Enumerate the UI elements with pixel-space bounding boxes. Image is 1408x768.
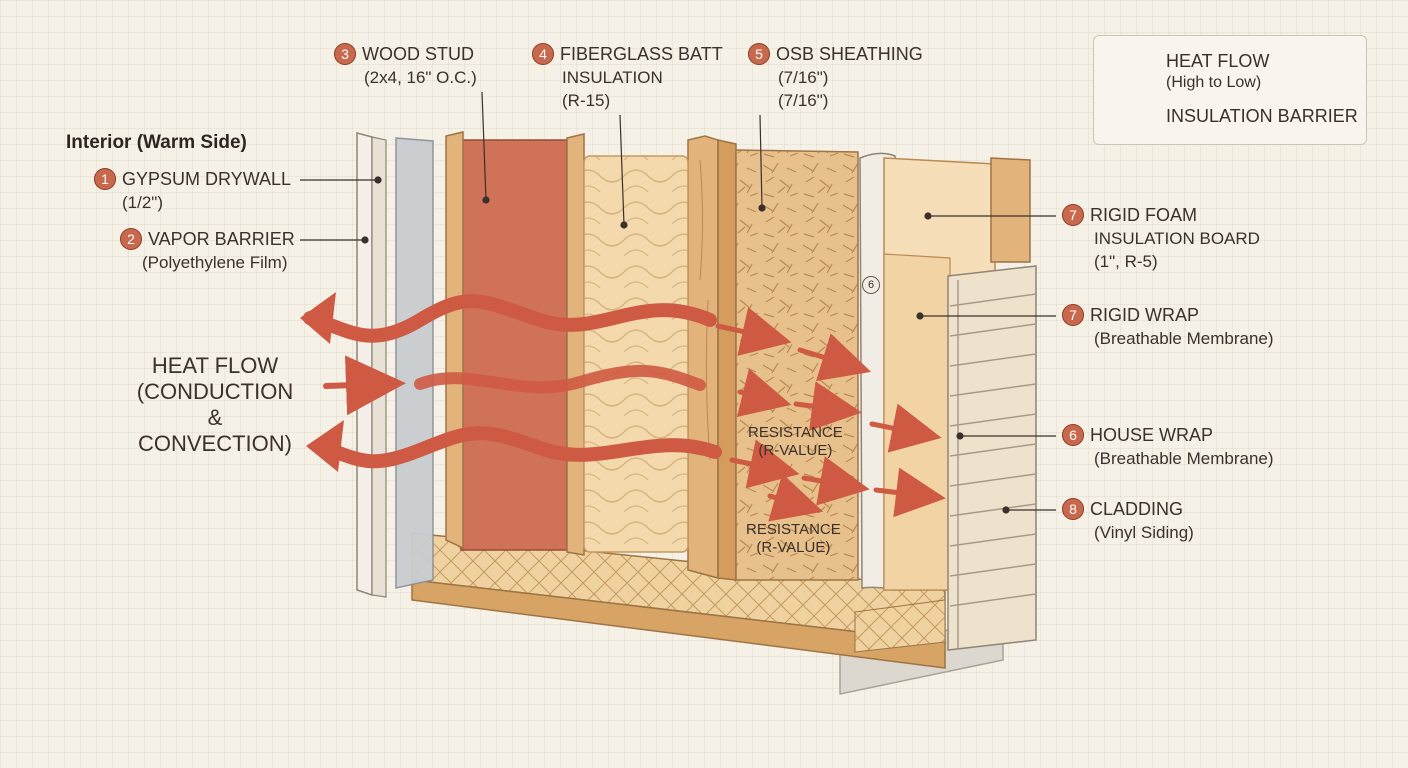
heat-arrow-middle xyxy=(414,364,706,394)
heat-arrow-top xyxy=(303,294,717,343)
fiberglass-batt xyxy=(583,155,689,553)
heat-arrow-bottom xyxy=(313,426,722,469)
vapor-barrier xyxy=(395,137,434,589)
membrane-marker: 6 xyxy=(862,276,880,294)
resistance-label-lower: RESISTANCE (R-VALUE) xyxy=(746,521,841,556)
osb-sheathing xyxy=(735,149,859,581)
heat-flow-arrows xyxy=(300,292,946,522)
legend-heat-flow: HEAT FLOW (High to Low) xyxy=(1166,51,1270,91)
leader-lines xyxy=(300,91,1056,514)
heat-arrow-in xyxy=(323,355,406,416)
vinyl-siding xyxy=(947,265,1037,651)
legend-insulation: INSULATION BARRIER xyxy=(1166,106,1358,126)
legend: HEAT FLOW (High to Low) INSULATION BARRI… xyxy=(1093,35,1367,145)
resistance-label-upper: RESISTANCE (R-VALUE) xyxy=(748,424,843,459)
gypsum-drywall xyxy=(356,132,387,598)
heat-flow-label: HEAT FLOW (CONDUCTION & CONVECTION) xyxy=(136,353,294,456)
wood-stud-cavity xyxy=(460,139,568,551)
interior-label: Interior (Warm Side) xyxy=(66,132,247,153)
wood-studs xyxy=(445,131,737,581)
bottom-plate xyxy=(411,532,946,669)
